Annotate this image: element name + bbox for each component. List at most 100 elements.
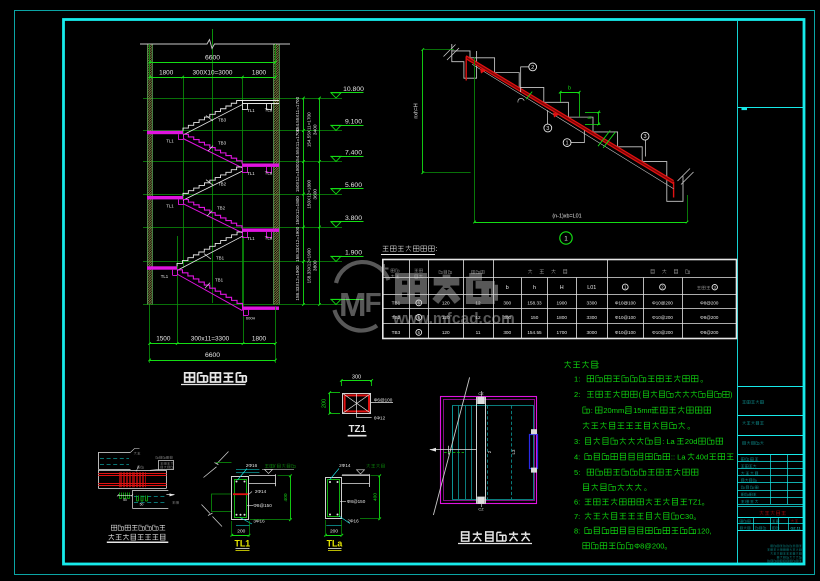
svg-text:40d: 40d: [696, 452, 709, 461]
svg-text:/: /: [274, 464, 276, 469]
svg-text:h: h: [533, 285, 536, 291]
svg-text:50: 50: [140, 503, 144, 507]
svg-text:1700: 1700: [557, 330, 568, 335]
svg-text:Φ6@100: Φ6@100: [374, 397, 393, 402]
svg-text:TZ1: TZ1: [349, 424, 367, 435]
svg-text:20mm,: 20mm,: [603, 406, 626, 415]
svg-text:TL1: TL1: [247, 171, 255, 176]
svg-text:2Φ16: 2Φ16: [246, 463, 258, 468]
svg-text:TB3: TB3: [392, 330, 401, 335]
svg-text:154.55: 154.55: [527, 330, 542, 335]
svg-text:4:: 4:: [574, 452, 582, 461]
svg-text:Φ10@100: Φ10@100: [615, 315, 636, 320]
svg-text::: :: [597, 361, 599, 370]
svg-text:h: h: [588, 116, 594, 119]
svg-text:300: 300: [503, 315, 511, 320]
svg-text:TLa: TLa: [265, 236, 273, 241]
svg-text:(: (: [638, 390, 641, 399]
svg-text:6: 6: [418, 315, 421, 320]
svg-text:1.900: 1.900: [345, 250, 362, 257]
svg-text:6600: 6600: [205, 352, 220, 359]
svg-text:3600: 3600: [313, 189, 319, 200]
svg-text:8:: 8:: [574, 526, 582, 535]
svg-text:。: 。: [700, 375, 708, 384]
svg-text:6:: 6:: [574, 498, 582, 507]
svg-text:F: F: [365, 287, 382, 318]
svg-text:300X10=3000: 300X10=3000: [193, 69, 233, 76]
svg-text:b: b: [506, 285, 509, 291]
svg-text:TLa: TLa: [327, 538, 343, 548]
svg-text:Φ8@200: Φ8@200: [700, 315, 719, 320]
svg-text:TL1: TL1: [247, 236, 255, 241]
svg-text:G2.11: G2.11: [790, 526, 800, 530]
svg-text:TL1: TL1: [166, 204, 174, 209]
svg-text:Φ10@200: Φ10@200: [652, 315, 673, 320]
svg-text:1800: 1800: [557, 315, 568, 320]
svg-text:150X12=1800: 150X12=1800: [295, 163, 300, 192]
svg-text:Φ8@200。: Φ8@200。: [634, 542, 672, 551]
svg-text:Φ8@200: Φ8@200: [700, 330, 719, 335]
svg-text:1: 1: [566, 141, 569, 147]
svg-text:Φ10@200: Φ10@200: [652, 330, 673, 335]
svg-text:1900: 1900: [557, 301, 568, 306]
svg-text:158.33X12=1900: 158.33X12=1900: [295, 226, 300, 262]
svg-text:2: 2: [487, 450, 492, 453]
svg-text::: :: [436, 244, 438, 253]
svg-text:TB2: TB2: [392, 315, 401, 320]
svg-text:TL1: TL1: [247, 108, 255, 113]
svg-text:5:: 5:: [574, 468, 582, 477]
svg-text:50: 50: [123, 498, 127, 502]
svg-text:20d: 20d: [685, 437, 698, 446]
svg-text:L3: L3: [511, 449, 516, 454]
svg-text:2: 2: [661, 285, 664, 290]
svg-text:200: 200: [330, 528, 338, 534]
svg-text:Φ10@100: Φ10@100: [615, 330, 636, 335]
svg-text:TB1: TB1: [215, 278, 224, 283]
svg-text:7.400: 7.400: [345, 150, 362, 157]
svg-text:200: 200: [321, 399, 327, 408]
svg-text:1: 1: [624, 285, 627, 290]
svg-text:2Φ14: 2Φ14: [255, 489, 267, 494]
svg-text:TB1: TB1: [216, 256, 225, 261]
svg-text:: La: : La: [662, 437, 675, 446]
svg-text:120: 120: [442, 301, 450, 306]
svg-text:1: 1: [564, 235, 568, 242]
svg-text:b: b: [568, 85, 571, 91]
svg-text:150: 150: [531, 315, 539, 320]
svg-text:nxh=H: nxh=H: [414, 103, 420, 118]
svg-text:Φ10@100: Φ10@100: [615, 301, 636, 306]
svg-text:TL1: TL1: [234, 538, 250, 548]
svg-text:1800: 1800: [252, 336, 267, 343]
svg-text:1800: 1800: [159, 69, 174, 76]
svg-text:(n-1)xb=L01: (n-1)xb=L01: [552, 214, 581, 220]
svg-text:120,: 120,: [697, 526, 712, 535]
svg-text:150X12=1800: 150X12=1800: [295, 196, 300, 225]
svg-text:158.33X12=1900: 158.33X12=1900: [307, 248, 312, 284]
svg-text:TLa: TLa: [265, 108, 273, 113]
svg-text::: La: :: La: [671, 452, 686, 461]
svg-text:300x11=3300: 300x11=3300: [191, 336, 230, 343]
svg-text:1500: 1500: [156, 336, 171, 343]
svg-text:3Φ16: 3Φ16: [253, 519, 265, 524]
svg-text:CZ: CZ: [478, 507, 484, 512]
svg-text:1:: 1:: [574, 375, 582, 384]
svg-text:9.100: 9.100: [345, 119, 362, 126]
svg-text:200: 200: [237, 528, 245, 534]
svg-text:L01: L01: [587, 285, 596, 291]
svg-text:150X12=1800: 150X12=1800: [307, 179, 312, 208]
svg-text:15mm: 15mm: [633, 406, 654, 415]
svg-text:300: 300: [503, 301, 511, 306]
svg-text:3800: 3800: [313, 260, 319, 271]
svg-text:154.55X11=1700: 154.55X11=1700: [295, 128, 300, 163]
svg-text:Φ8@150: Φ8@150: [253, 503, 272, 508]
svg-text:Φ10@200: Φ10@200: [652, 301, 673, 306]
svg-text:TB3: TB3: [218, 141, 227, 146]
svg-text:Φ8@200: Φ8@200: [700, 301, 719, 306]
svg-text:1800: 1800: [252, 69, 267, 76]
svg-text:6: 6: [418, 330, 421, 335]
svg-text:3: 3: [644, 134, 647, 140]
svg-text:400: 400: [373, 493, 379, 501]
svg-text:TZ1。: TZ1。: [688, 498, 709, 507]
svg-text:。: 。: [687, 421, 695, 430]
svg-text:3300: 3300: [587, 315, 598, 320]
